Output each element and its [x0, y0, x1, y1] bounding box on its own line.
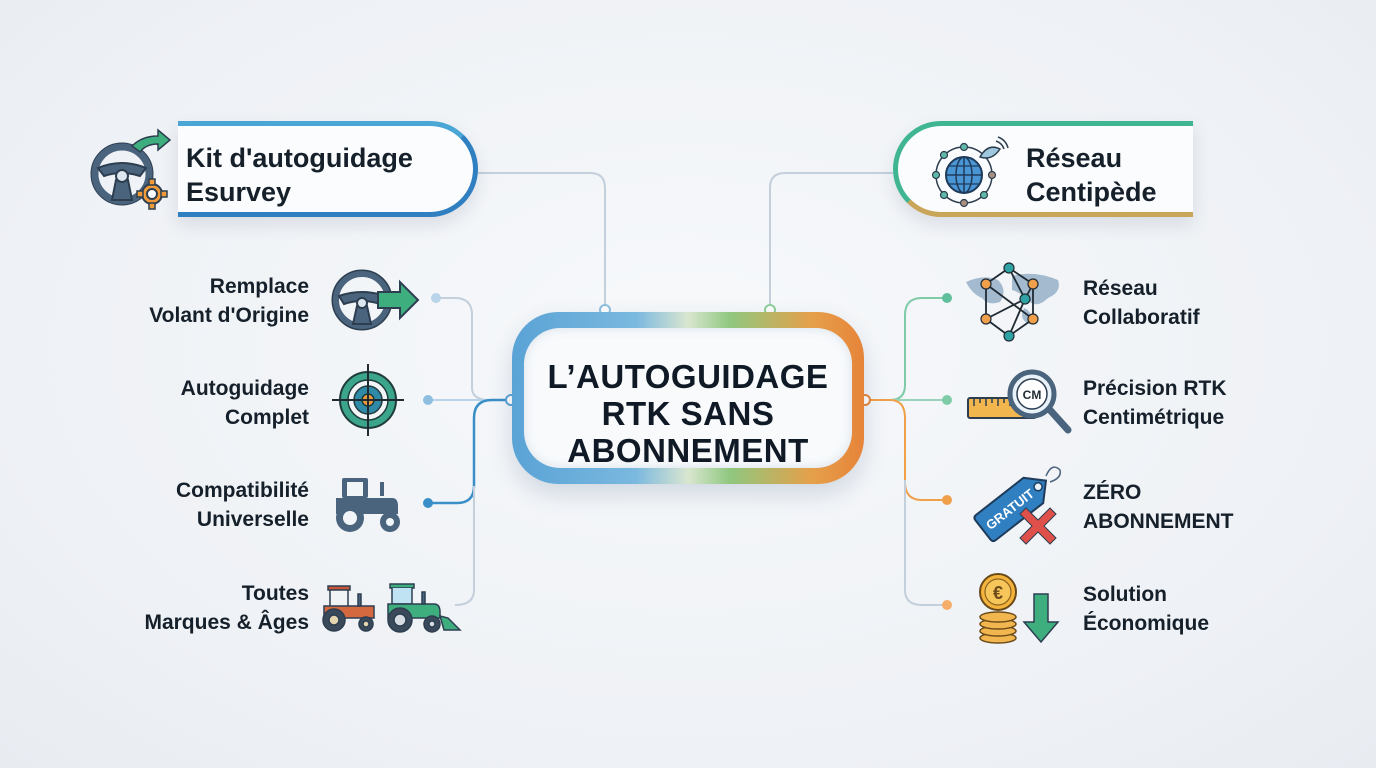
- left-item-toutes-marques: Toutes Marques & Âges: [144, 582, 309, 634]
- left-item-compatibilite: Compatibilité Universelle: [175, 479, 309, 531]
- left-item-autoguidage-complet: Autoguidage Complet: [180, 377, 309, 429]
- tractor-icon: [336, 478, 400, 532]
- steering-wheel-arrow-icon: [331, 269, 420, 331]
- left-header-title: Kit d'autoguidage Esurvey: [186, 143, 413, 207]
- cm-label: CM: [1023, 388, 1042, 402]
- central-topic-inner: L’AUTOGUIDAGE RTK SANS ABONNEMENT: [524, 328, 852, 469]
- left-item-remplace-volant: Remplace Volant d'Origine: [149, 275, 309, 327]
- right-item-zero-abonnement: ZÉRO ABONNEMENT: [1083, 481, 1234, 533]
- world-network-icon: [966, 262, 1059, 342]
- left-header-box: Kit d'autoguidage Esurvey: [178, 121, 478, 217]
- euro-coins-down-icon: €: [979, 573, 1060, 644]
- right-item-reseau-collaboratif: Réseau Collaboratif: [1083, 277, 1200, 329]
- central-topic: L’AUTOGUIDAGE RTK SANS ABONNEMENT: [512, 312, 864, 484]
- globe-network-satellite-icon: [931, 136, 1009, 208]
- right-header-title: Réseau Centipède: [1026, 143, 1157, 207]
- right-header-box: Réseau Centipède: [893, 121, 1193, 217]
- target-crosshair-icon: [332, 364, 404, 436]
- tractors-icon: [322, 583, 462, 633]
- euro-sign: €: [993, 583, 1003, 603]
- free-tag-cross-icon: GRATUIT: [973, 466, 1062, 545]
- right-item-solution-economique: Solution Économique: [1083, 583, 1210, 635]
- central-title: L’AUTOGUIDAGE RTK SANS ABONNEMENT: [547, 358, 829, 469]
- ruler-magnifier-icon: CM: [967, 369, 1072, 434]
- steering-wheel-gear-icon: [90, 128, 172, 210]
- right-item-precision-rtk: Précision RTK Centimétrique: [1083, 377, 1227, 429]
